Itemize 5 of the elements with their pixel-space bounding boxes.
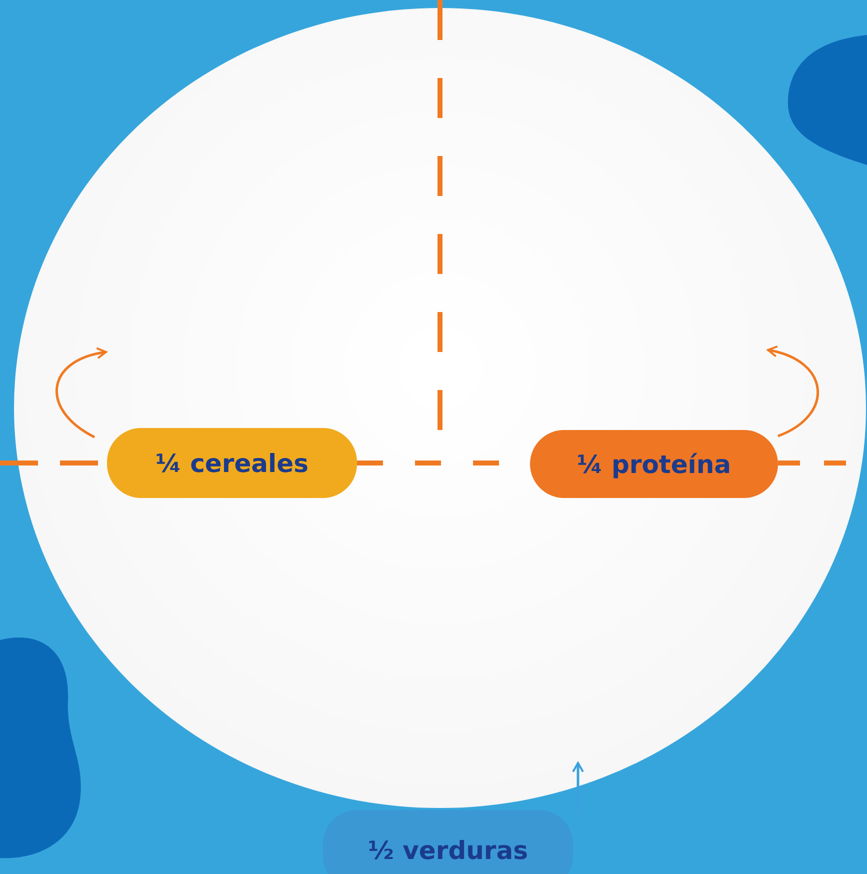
- portion-label: ¼ cereales: [107, 428, 357, 498]
- portion-label: ¼ proteína: [530, 430, 778, 498]
- arrow: [767, 346, 819, 438]
- portion-label: ½ verduras: [323, 810, 573, 874]
- arrow: [56, 348, 107, 438]
